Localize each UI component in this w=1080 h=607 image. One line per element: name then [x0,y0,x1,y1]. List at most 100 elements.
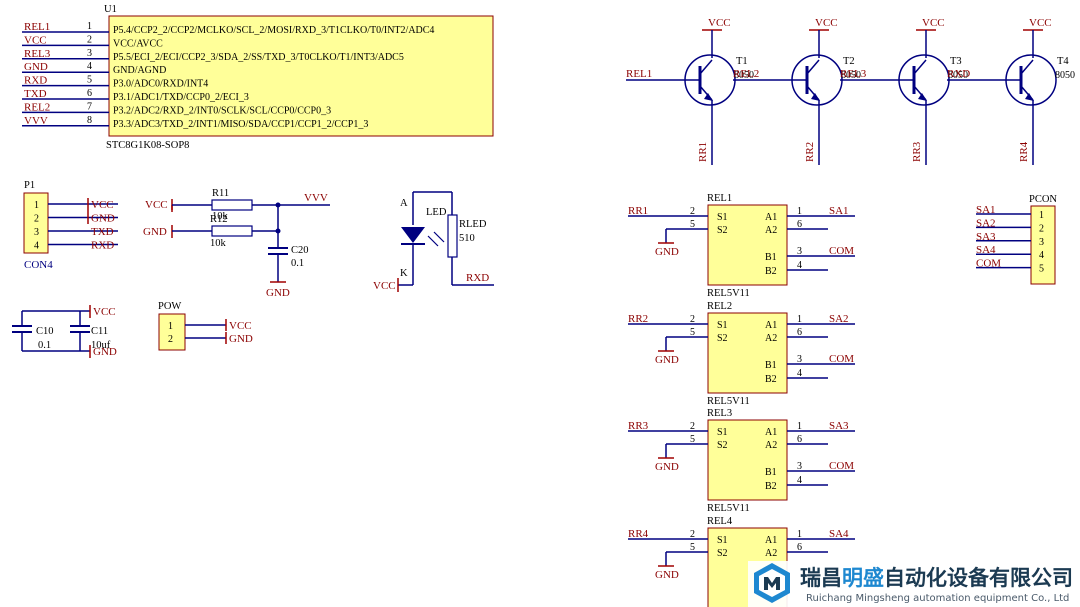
relay-pin-a1: A1 [765,427,777,438]
relay-rel1: REL1RR1GND25S1S2A1A216SA1B1B234COMREL5V1… [628,193,855,299]
relay-group: REL1RR1GND25S1S2A1A216SA1B1B234COMREL5V1… [628,193,855,607]
p1-pin-number: 1 [34,200,39,211]
mcu-pin-net: VCC [24,34,47,46]
relay-pin-s2: S2 [717,440,728,451]
pcon-pin-net: SA1 [976,204,996,216]
transistor-coll-net: RR4 [1018,141,1030,162]
brand-prefix: 瑞昌 [800,566,842,590]
pcon-pin-net: SA3 [976,231,996,243]
p1-part: CON4 [24,259,53,271]
relay-gnd: GND [655,354,679,366]
pcon-pin-number: 4 [1039,250,1044,261]
relay-pin-num: 1 [797,529,802,540]
caps-vcc: VCC [93,306,116,318]
brand-suffix: 自动化设备有限公司 [884,566,1073,590]
pcon-designator: PCON [1029,194,1057,205]
pcon-pin-number: 1 [1039,210,1044,221]
divider-gnd: GND [143,226,167,238]
relay-name: REL2 [707,301,732,312]
relay-pin-b2: B2 [765,374,777,385]
transistor-model: 8050 [1055,70,1075,81]
transistor-model: 8050 [841,70,861,81]
company-logo-icon [754,563,790,603]
relay-pin-s1: S1 [717,320,728,331]
c10-name: C10 [36,326,54,337]
mcu-pin-net: REL2 [24,101,50,113]
pow-designator: POW [158,301,181,312]
relay-name: REL3 [707,408,732,419]
transistor-name: T3 [950,56,962,67]
relay-pin-num: 1 [797,206,802,217]
relay-pin-a2: A2 [765,548,777,559]
p1-pin-number: 4 [34,241,39,252]
pcon-pin-net: COM [976,258,1001,270]
mcu-pin-net: GND [24,61,48,73]
company-watermark: 瑞昌明盛自动化设备有限公司 Ruichang Mingsheng automat… [748,561,1080,607]
p1-pin-net: TXD [91,226,114,238]
relay-part: REL5V11 [707,396,750,407]
relay-pin-b2: B2 [765,266,777,277]
divider-vcc: VCC [145,199,168,211]
relay-pin-num: 4 [797,475,802,486]
mcu-pin-function: VCC/AVCC [113,38,163,49]
transistor-vcc: VCC [815,17,838,29]
pcon-body [1030,205,1056,285]
relay-part: REL5V11 [707,288,750,299]
relay-in-net: RR4 [628,528,649,540]
relay-pin-s2: S2 [717,225,728,236]
relay-pin-num: 3 [797,461,802,472]
led-vcc: VCC [373,280,396,292]
pcon-pin-net: SA2 [976,217,996,229]
relay-pin-s2: S2 [717,548,728,559]
pcon-pin-number: 5 [1039,264,1044,275]
p1-body [23,192,49,254]
mcu-pin-net: VVV [24,115,48,127]
pcon-pin-number: 2 [1039,223,1044,234]
mcu-pin-function: P3.1/ADC1/TXD/CCP0_2/ECI_3 [113,92,249,103]
relay-pin-num: 4 [797,368,802,379]
r11-name: R11 [212,188,229,199]
transistor-coll-net: RR1 [697,142,709,162]
relay-pin-num: 4 [797,260,802,271]
c20-gnd: GND [266,287,290,299]
transistor-vcc: VCC [1029,17,1052,29]
relay-out-a-net: SA4 [829,528,849,540]
relay-body [707,419,788,501]
p1-pin-net: RXD [91,240,114,252]
relay-rel3: REL3RR3GND25S1S2A1A216SA3B1B234COMREL5V1… [628,408,855,514]
p1-pin-number: 2 [34,214,39,225]
transistor-model: 8050 [734,70,754,81]
relay-out-b-net: COM [829,245,854,257]
relay-body [707,204,788,286]
relay-pin-s1: S1 [717,535,728,546]
relay-pin-num: 2 [690,529,695,540]
c20-name: C20 [291,245,309,256]
relay-pin-a1: A1 [765,535,777,546]
led-designator: LED [426,207,447,218]
emitter-arrow [811,93,820,101]
mcu-pin-net: TXD [24,88,47,100]
relay-out-a-net: SA3 [829,420,849,432]
mcu-pin-net: RXD [24,75,47,87]
p1-pin-net: GND [91,213,115,225]
transistor-base-net: REL2 [733,68,759,80]
relay-part: REL5V11 [707,503,750,514]
relay-pin-a2: A2 [765,440,777,451]
relay-pin-num: 6 [797,434,802,445]
rled-resistor [447,214,458,258]
transistor-base-net: REL1 [626,68,652,80]
relay-pin-a1: A1 [765,212,777,223]
mcu-pin-number: 1 [87,21,92,32]
divider-network: VCC R11 10k VVV GND R12 10k C20 0.1 GND [143,188,330,299]
relay-pin-num: 2 [690,206,695,217]
rled-value: 510 [459,233,475,244]
mcu-pin-function: P5.4/CCP2_2/CCP2/MCLKO/SCL_2/MOSI/RXD_3/… [113,25,434,36]
mcu-pin-function: P3.2/ADC2/RXD_2/INT0/SCLK/SCL/CCP0/CCP0_… [113,105,331,116]
mcu-pin-number: 6 [87,88,92,99]
p1-pin-number: 3 [34,227,39,238]
